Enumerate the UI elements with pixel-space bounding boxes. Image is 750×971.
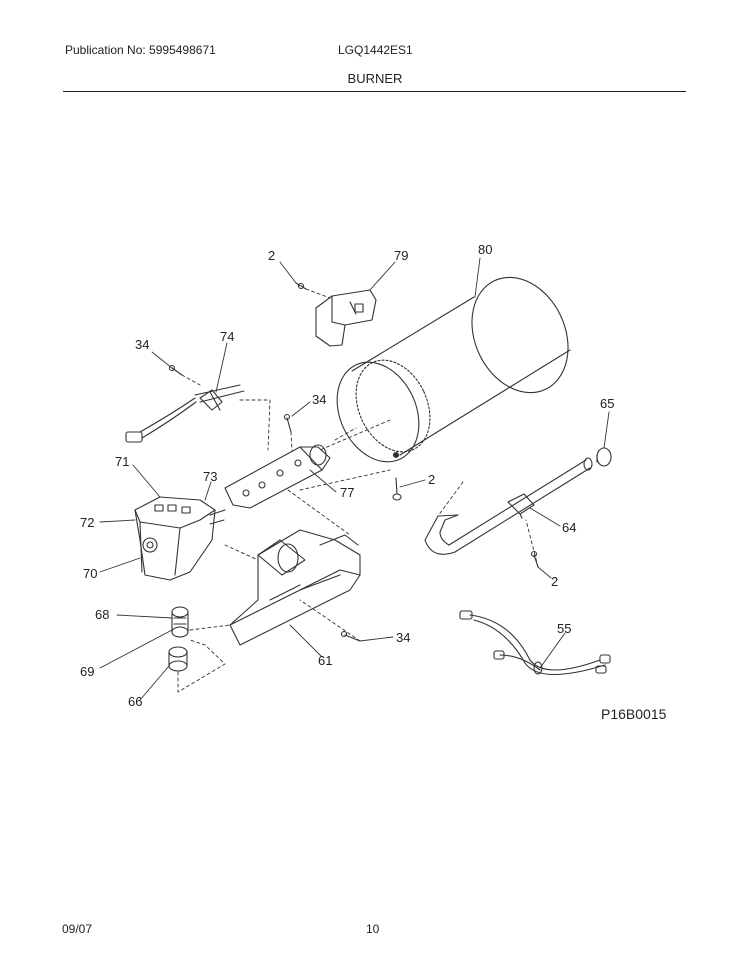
part-bracket bbox=[315, 289, 377, 347]
part-screw-top bbox=[295, 282, 307, 290]
header-rule bbox=[63, 91, 686, 92]
part-screw-chamber bbox=[392, 477, 402, 501]
callout-2-lower-right: 2 bbox=[551, 574, 558, 589]
part-gas-valve bbox=[134, 496, 226, 581]
part-igniter bbox=[224, 444, 331, 509]
callout-34-left: 34 bbox=[135, 337, 149, 352]
callout-34-middle: 34 bbox=[312, 392, 326, 407]
callout-71: 71 bbox=[115, 454, 129, 469]
part-screw-left bbox=[168, 364, 183, 376]
assembly-guide-lines bbox=[177, 288, 539, 693]
callout-77: 77 bbox=[340, 485, 354, 500]
callout-2-chamber: 2 bbox=[428, 472, 435, 487]
part-combustion-chamber bbox=[336, 276, 571, 463]
callout-labels: 2 79 80 34 74 34 65 71 73 2 77 72 64 70 … bbox=[80, 242, 614, 709]
part-screw-middle bbox=[283, 413, 292, 433]
section-title: BURNER bbox=[347, 71, 403, 86]
part-orifice-cap bbox=[596, 447, 612, 467]
callout-70: 70 bbox=[83, 566, 97, 581]
callout-34-lower: 34 bbox=[396, 630, 410, 645]
part-flame-sensor bbox=[125, 384, 245, 443]
part-screw-lower bbox=[340, 630, 361, 642]
callout-79: 79 bbox=[394, 248, 408, 263]
part-wire-harness bbox=[459, 610, 611, 676]
part-coil-66 bbox=[168, 646, 188, 672]
callout-55: 55 bbox=[557, 621, 571, 636]
callout-69: 69 bbox=[80, 664, 94, 679]
callout-74: 74 bbox=[220, 329, 234, 344]
callout-2-top: 2 bbox=[268, 248, 275, 263]
callout-80: 80 bbox=[478, 242, 492, 257]
callout-61: 61 bbox=[318, 653, 332, 668]
footer-date: 09/07 bbox=[62, 922, 93, 936]
page-number: 10 bbox=[366, 922, 380, 936]
part-burner-bracket bbox=[229, 529, 361, 646]
publication-number: Publication No: 5995498671 bbox=[65, 43, 216, 57]
model-number: LGQ1442ES1 bbox=[338, 43, 413, 57]
diagram-code: P16B0015 bbox=[601, 706, 667, 722]
part-burner-tube bbox=[424, 457, 593, 555]
callout-64: 64 bbox=[562, 520, 576, 535]
part-coil-68 bbox=[171, 606, 189, 638]
callout-66: 66 bbox=[128, 694, 142, 709]
callout-68: 68 bbox=[95, 607, 109, 622]
callout-65: 65 bbox=[600, 396, 614, 411]
callout-72: 72 bbox=[80, 515, 94, 530]
leader-lines bbox=[99, 257, 610, 701]
callout-73: 73 bbox=[203, 469, 217, 484]
